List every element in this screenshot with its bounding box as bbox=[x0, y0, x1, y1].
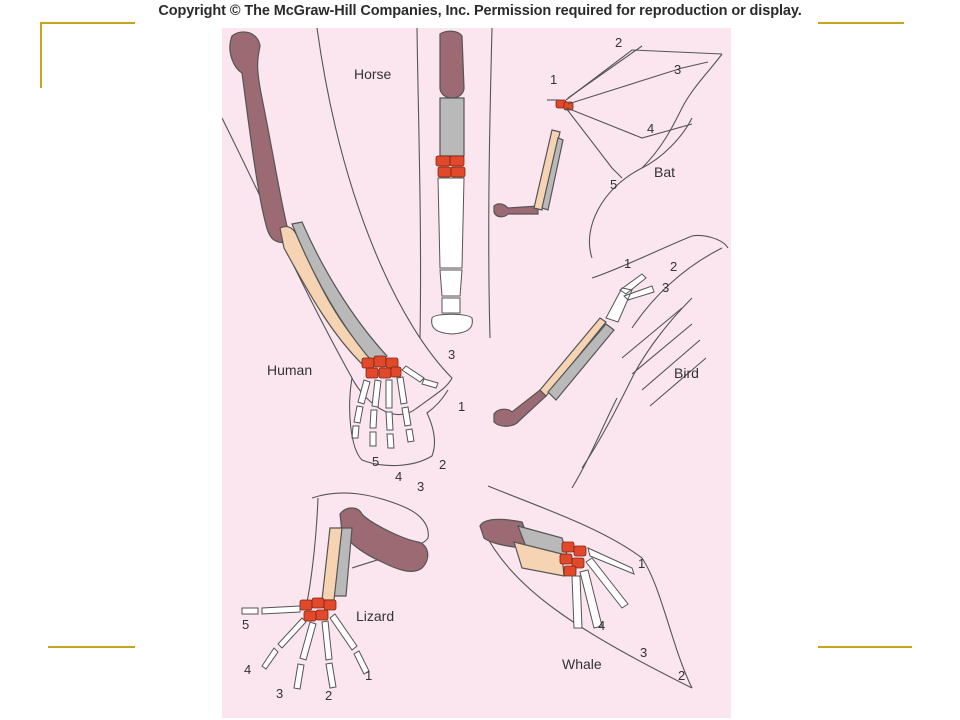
bird-digits bbox=[605, 273, 655, 323]
bat-digit-1: 1 bbox=[550, 72, 557, 87]
human-digit-3: 3 bbox=[417, 479, 424, 494]
bat-radius bbox=[533, 129, 561, 211]
human-limb bbox=[222, 28, 453, 467]
whale-limb bbox=[479, 485, 693, 689]
bird-humerus bbox=[493, 389, 547, 427]
whale-radius bbox=[513, 541, 565, 577]
label-whale: Whale bbox=[562, 656, 602, 672]
bird-limb bbox=[493, 234, 729, 489]
human-humerus bbox=[229, 31, 290, 243]
bird-digit-3: 3 bbox=[662, 280, 669, 295]
whale-digit-4: 4 bbox=[598, 618, 605, 633]
lizard-digit-1: 1 bbox=[365, 668, 372, 683]
lizard-digit-3: 3 bbox=[276, 686, 283, 701]
bird-digit-2: 2 bbox=[670, 259, 677, 274]
lizard-digit-4: 4 bbox=[244, 662, 251, 677]
homologous-limbs-figure: .bone { stroke:#555; stroke-width:1.2; }… bbox=[222, 28, 731, 718]
bird-ulna bbox=[547, 323, 615, 401]
human-carpals bbox=[361, 355, 402, 379]
bat-digit-3: 3 bbox=[674, 62, 681, 77]
lizard-digit-5: 5 bbox=[242, 617, 249, 632]
lizard-limb bbox=[241, 492, 429, 690]
label-horse: Horse bbox=[354, 66, 392, 82]
bat-carpals bbox=[555, 99, 574, 111]
frame-line-left bbox=[40, 22, 42, 88]
whale-carpals bbox=[559, 541, 587, 577]
bat-ulna bbox=[541, 137, 564, 211]
frame-line-top-left bbox=[40, 22, 135, 24]
lizard-humerus bbox=[339, 507, 429, 572]
whale-digit-2: 2 bbox=[678, 668, 685, 683]
human-digit-2: 2 bbox=[439, 457, 446, 472]
label-human: Human bbox=[267, 362, 312, 378]
horse-limb bbox=[416, 28, 493, 339]
label-lizard: Lizard bbox=[356, 608, 394, 624]
lizard-digit-2: 2 bbox=[325, 688, 332, 703]
horse-digit-3: 3 bbox=[448, 347, 455, 362]
label-bird: Bird bbox=[674, 365, 699, 381]
human-digit-1: 1 bbox=[458, 399, 465, 414]
horse-carpals bbox=[435, 155, 466, 178]
human-finger-bones bbox=[351, 365, 439, 449]
human-digit-4: 4 bbox=[395, 469, 402, 484]
whale-digit-1: 1 bbox=[638, 556, 645, 571]
label-bat: Bat bbox=[654, 164, 675, 180]
bat-digit-4: 4 bbox=[647, 121, 654, 136]
frame-line-bottom-left bbox=[48, 646, 135, 648]
lizard-carpals bbox=[299, 597, 337, 622]
copyright-notice: Copyright © The McGraw-Hill Companies, I… bbox=[158, 3, 802, 19]
bird-radius bbox=[539, 317, 607, 397]
human-ulna bbox=[291, 221, 388, 367]
bat-digit-5: 5 bbox=[610, 177, 617, 192]
human-digit-5: 5 bbox=[372, 454, 379, 469]
frame-line-bottom-right bbox=[818, 646, 912, 648]
bat-digit-2: 2 bbox=[615, 35, 622, 50]
whale-digit-3: 3 bbox=[640, 645, 647, 660]
horse-humerus bbox=[439, 30, 465, 99]
frame-line-top-right bbox=[818, 22, 904, 24]
horse-cannon-bone bbox=[437, 177, 465, 269]
bat-humerus bbox=[493, 203, 539, 218]
bat-limb bbox=[493, 45, 723, 259]
horse-ulna bbox=[439, 97, 465, 157]
limbs-illustration: .bone { stroke:#555; stroke-width:1.2; }… bbox=[222, 28, 729, 703]
bird-digit-1: 1 bbox=[624, 256, 631, 271]
